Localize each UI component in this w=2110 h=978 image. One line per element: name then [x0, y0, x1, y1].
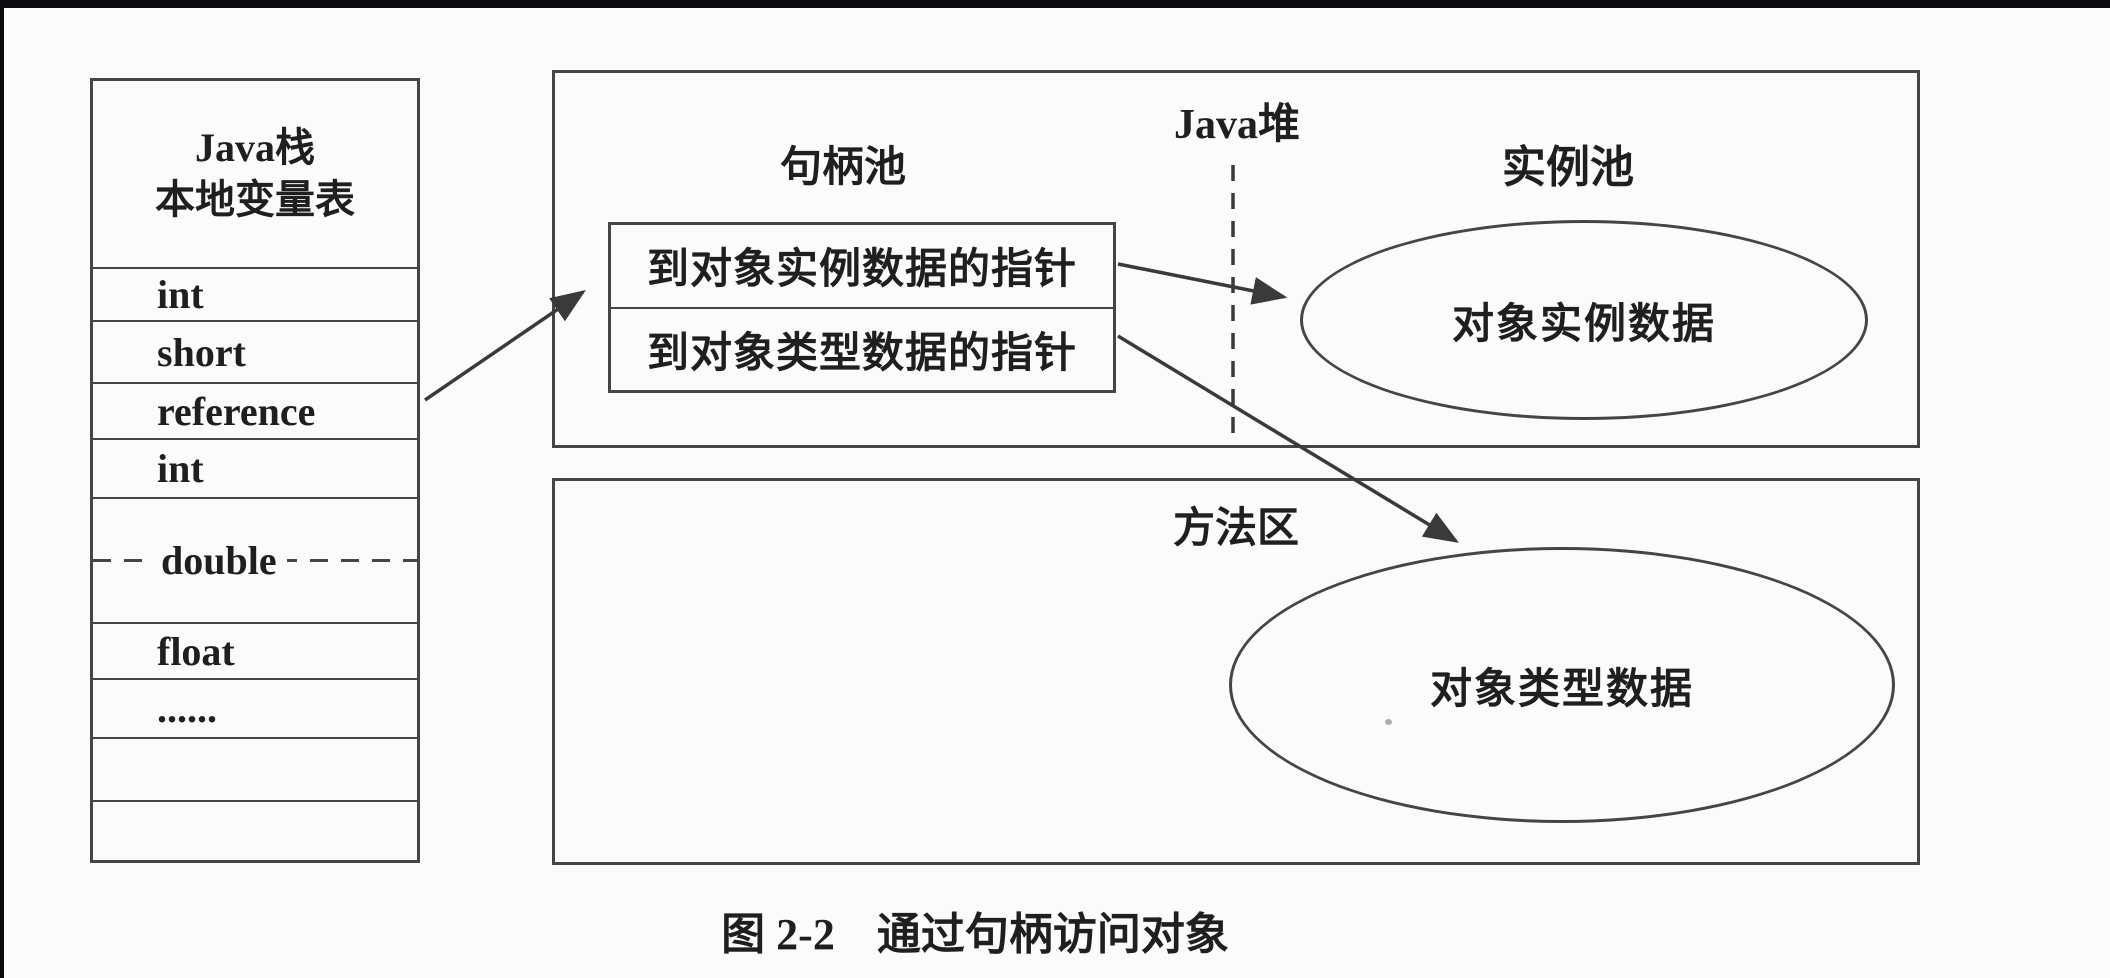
- stack-slot-int-1: int: [93, 267, 417, 320]
- figure-caption-title: 通过句柄访问对象: [876, 910, 1229, 959]
- stack-slot-int-2: int: [93, 438, 417, 497]
- scan-edge-top: [0, 0, 2110, 8]
- slot-label: double: [151, 537, 287, 584]
- stack-slot-empty-1: [93, 737, 417, 800]
- slot-label: short: [157, 329, 246, 375]
- java-stack-header: Java栈 本地变量表: [93, 81, 417, 267]
- slot-label: float: [157, 628, 235, 674]
- method-area-title: 方法区: [1172, 506, 1300, 552]
- java-stack-title-line1: Java栈: [195, 125, 315, 170]
- slot-label: int: [157, 272, 204, 317]
- java-stack-table: Java栈 本地变量表 int short reference int doub…: [90, 78, 420, 863]
- java-heap-title: Java堆: [1173, 102, 1301, 148]
- scan-speck: [1385, 719, 1392, 725]
- slot-label: reference: [157, 388, 316, 434]
- figure-caption: 图 2-2 通过句柄访问对象: [721, 898, 1229, 962]
- stack-slot-ellipsis: ......: [93, 678, 417, 737]
- stack-slot-double: double: [93, 497, 417, 622]
- handle-pool-label: 句柄池: [779, 145, 907, 191]
- scan-edge-left: [0, 0, 4, 978]
- java-stack-title-line2: 本地变量表: [155, 177, 355, 222]
- handle-table: 到对象实例数据的指针 到对象类型数据的指针: [608, 222, 1116, 393]
- object-instance-data-ellipse: 对象实例数据: [1300, 220, 1868, 420]
- stack-slot-reference: reference: [93, 382, 417, 438]
- slot-label: ......: [157, 686, 217, 731]
- stack-slot-empty-2: [93, 800, 417, 860]
- object-type-data-ellipse: 对象类型数据: [1229, 547, 1895, 823]
- stack-slot-short: short: [93, 320, 417, 382]
- handle-row-type-data-pointer: 到对象类型数据的指针: [611, 306, 1113, 391]
- object-type-data-label: 对象类型数据: [1429, 666, 1694, 713]
- instance-pool-label: 实例池: [1502, 143, 1634, 192]
- handle-row-instance-data-pointer: 到对象实例数据的指针: [646, 247, 1077, 294]
- figure-caption-number: 图 2-2: [721, 910, 835, 959]
- object-instance-data-label: 对象实例数据: [1451, 301, 1716, 348]
- stack-slot-float: float: [93, 622, 417, 678]
- slot-label: int: [157, 446, 204, 491]
